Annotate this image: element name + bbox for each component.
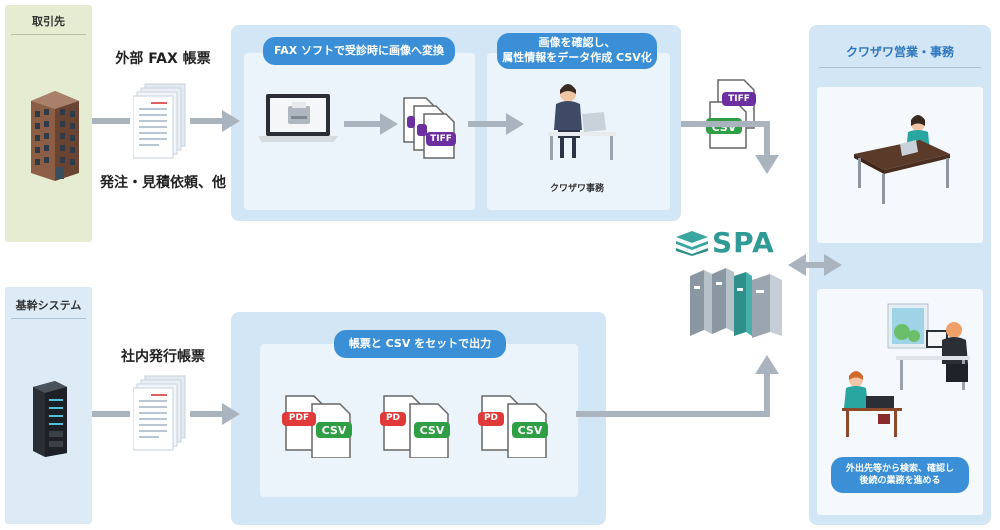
tiff-tag-label: TIFF	[430, 134, 452, 144]
external-fax-subtitle: 発注・見積依頼、他	[100, 175, 226, 191]
remote-workers-icon	[842, 303, 970, 437]
data-entry-label: 画像を確認し、 属性情報をデータ作成 CSV化	[497, 33, 657, 69]
data-entry-label-line1: 画像を確認し、	[538, 36, 616, 50]
spa-logo-icon	[676, 231, 708, 256]
output-label: 帳票と CSV をセットで出力	[334, 330, 506, 358]
document-archive-binders-icon	[690, 268, 782, 338]
pdf-tag-1: PDF	[288, 413, 310, 423]
csv-tag-1: CSV	[321, 424, 347, 437]
laptop-fax-icon	[258, 94, 338, 142]
pdf-csv-pair-icon	[380, 395, 450, 458]
sales-divider	[819, 67, 981, 68]
pdf-tag-2: PD	[385, 413, 401, 423]
partner-heading: 取引先	[32, 15, 65, 28]
internal-document-stack-icon	[133, 375, 186, 451]
remote-work-note-line2: 後続の業務を進める	[859, 476, 941, 486]
csv-tag-2: CSV	[419, 424, 445, 437]
tiff-files-icon	[403, 97, 456, 159]
csv-tag-3: CSV	[517, 424, 543, 437]
office-worker-icon	[548, 84, 616, 160]
server-rack-icon	[33, 381, 67, 457]
partner-divider	[11, 34, 86, 35]
remote-work-note-line1: 外出先等から検索、確認し	[845, 463, 954, 474]
fax-convert-label: FAX ソフトで受診時に画像へ変換	[263, 37, 455, 65]
office-caption: クワザワ事務	[549, 184, 604, 194]
external-fax-title: 外部 FAX 帳票	[115, 51, 211, 67]
sales-desk-worker-icon	[854, 115, 950, 204]
core-system-heading: 基幹システム	[15, 299, 82, 312]
fax-document-stack-icon	[133, 83, 186, 159]
internal-forms-title: 社内発行帳票	[121, 349, 205, 365]
core-system-divider	[11, 318, 86, 319]
spa-logo-text: SPA	[712, 226, 775, 259]
pdf-csv-pair-icon	[478, 395, 548, 458]
pdf-csv-pair-icon	[282, 395, 352, 458]
tiff-tag-2: TIFF	[728, 94, 750, 104]
sales-panel: クワザワ営業・事務 外出先等から検索、確認し 後続の業務を進める	[809, 25, 991, 525]
pdf-tag-3: PD	[483, 413, 499, 423]
core-system-panel: 基幹システム	[5, 287, 92, 524]
office-building-icon	[31, 91, 79, 181]
data-entry-label-line2: 属性情報をデータ作成 CSV化	[502, 51, 652, 64]
remote-work-note: 外出先等から検索、確認し 後続の業務を進める	[831, 457, 969, 493]
sales-heading: クワザワ営業・事務	[845, 45, 954, 59]
partner-panel: 取引先	[5, 5, 92, 242]
